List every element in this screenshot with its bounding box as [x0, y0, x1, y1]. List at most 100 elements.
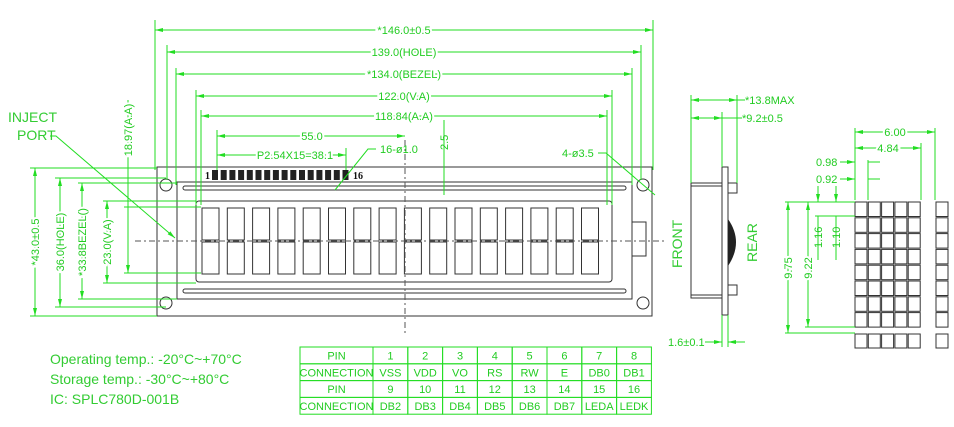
pixel-dot: [907, 248, 921, 265]
cursor-dot: [935, 333, 949, 349]
pin: [307, 170, 314, 180]
cursor-dot: [867, 333, 881, 349]
character-cell: [530, 241, 549, 275]
pixel-dot: [894, 201, 908, 217]
pin: [342, 170, 349, 180]
rear-label: REAR: [744, 223, 760, 262]
dim-height-bezel: *33.8BEZEL(): [77, 208, 89, 276]
character-cell: [505, 207, 524, 241]
character-cell: [328, 207, 346, 241]
character-cells: [201, 207, 599, 275]
table-cell-text: DB1: [623, 367, 644, 379]
cursor-dot: [894, 333, 908, 349]
pixel-dot: [867, 296, 881, 312]
character-cell: [302, 241, 321, 275]
pin: [281, 170, 288, 180]
dim-width-hole: 139.0(HOLE): [372, 47, 437, 59]
table-row-header: CONNECTION: [300, 401, 374, 413]
pixel-dot: [881, 312, 895, 328]
dim-depth-body: *9.2±0.5: [742, 113, 783, 125]
pixel-dot: [935, 248, 949, 265]
pixel-dot: [894, 233, 908, 249]
mount-hole: [636, 178, 650, 192]
dim-height-va: 23.0(V.A): [102, 219, 114, 264]
pin: [272, 170, 279, 180]
side-body: [690, 182, 723, 299]
character-cell: [403, 207, 422, 241]
pin: [220, 170, 227, 180]
table-cell-text: DB6: [519, 401, 540, 413]
pixel-dot: [894, 217, 908, 233]
character-cell: [479, 241, 498, 275]
table-cell-text: 14: [558, 384, 570, 396]
inject-port: [631, 221, 647, 257]
dim-dots-width: 4.84: [877, 143, 898, 155]
pixel-dot: [881, 217, 895, 233]
pixel-dot: [907, 217, 921, 233]
dim-char-width: 6.00: [884, 127, 905, 139]
table-cell-text: 9: [387, 384, 393, 396]
mount-hole: [636, 296, 650, 310]
character-cell: [353, 241, 372, 275]
dim-width-bezel: *134.0(BEZEL): [367, 69, 441, 81]
table-cell-text: DB4: [449, 401, 470, 413]
pin: [229, 170, 236, 180]
table-row-header: PIN: [327, 384, 345, 396]
character-cell: [226, 207, 245, 241]
dim-mount-holes: 4-ø3.5: [562, 148, 594, 160]
dim-width-total: *146.0±0.5: [377, 25, 430, 37]
table-cell-text: E: [561, 367, 568, 379]
character-cell: [429, 241, 448, 275]
pin1-label: 1: [205, 171, 210, 182]
dim-pin-holes: 16-ø1.0: [380, 144, 418, 156]
dim-height-total: *43.0±0.5: [30, 218, 42, 265]
table-cell: [616, 396, 652, 415]
dim-dots-height: 9.22: [803, 257, 815, 278]
pixel-dot: [867, 264, 881, 281]
pixel-dot: [907, 296, 921, 312]
horizontal-dimensions: *146.0±0.5 139.0(HOLE) *134.0(BEZEL) 122…: [154, 20, 656, 205]
pixel-dot: [854, 264, 868, 281]
dim-pin-row-offset: 2.5: [439, 135, 451, 150]
module-front-view: 1 16: [135, 140, 665, 335]
character-cell: [252, 241, 271, 275]
dim-width-aa: 118.84(A.A): [375, 111, 433, 123]
pin: [299, 170, 305, 180]
pin: [246, 170, 253, 180]
character-cell: [252, 207, 271, 241]
pin: [264, 170, 271, 180]
dim-height-aa: 18.97(A.A): [123, 104, 135, 157]
dim-depth-max: *13.8MAX: [745, 95, 795, 107]
character-cell: [555, 241, 574, 275]
pixel-dot: [854, 233, 868, 249]
character-detail: 6.00 4.84 0.98 0.92 1.16 1.10 9.75 9.22: [781, 125, 949, 349]
dim-height-hole: 36.0(HOLE): [55, 213, 67, 272]
spec-storage-temp: Storage temp.: -30°C~+80°C: [50, 371, 229, 387]
pixel-dot: [867, 312, 881, 328]
character-cell: [353, 207, 372, 241]
spec-ic: IC: SPLC780D-001B: [50, 391, 179, 407]
pixel-dot: [935, 233, 949, 249]
pixel-dot: [867, 248, 881, 265]
pin: [212, 170, 218, 180]
pixel-dot: [907, 264, 921, 281]
pin: [255, 170, 262, 180]
table-cell-text: 12: [489, 384, 501, 396]
dim-pin-pitch: P2.54X15=38.1: [257, 150, 333, 162]
table-cell-text: 11: [454, 384, 465, 396]
character-cell: [378, 207, 397, 241]
character-cell: [378, 241, 397, 275]
dim-width-va: 122.0(V.A): [378, 91, 430, 103]
dim-pin-offset: 55.0: [301, 131, 322, 143]
character-cell: [479, 207, 498, 241]
character-cell: [277, 207, 296, 241]
specs: Operating temp.: -20°C~+70°C Storage tem…: [50, 351, 242, 407]
table-cell-text: 8: [631, 351, 637, 363]
pixel-dot: [867, 201, 881, 217]
pixel-dot: [881, 248, 895, 265]
pixel-dot: [867, 233, 881, 249]
character-cell: [555, 207, 574, 241]
cursor-dot: [854, 333, 868, 349]
